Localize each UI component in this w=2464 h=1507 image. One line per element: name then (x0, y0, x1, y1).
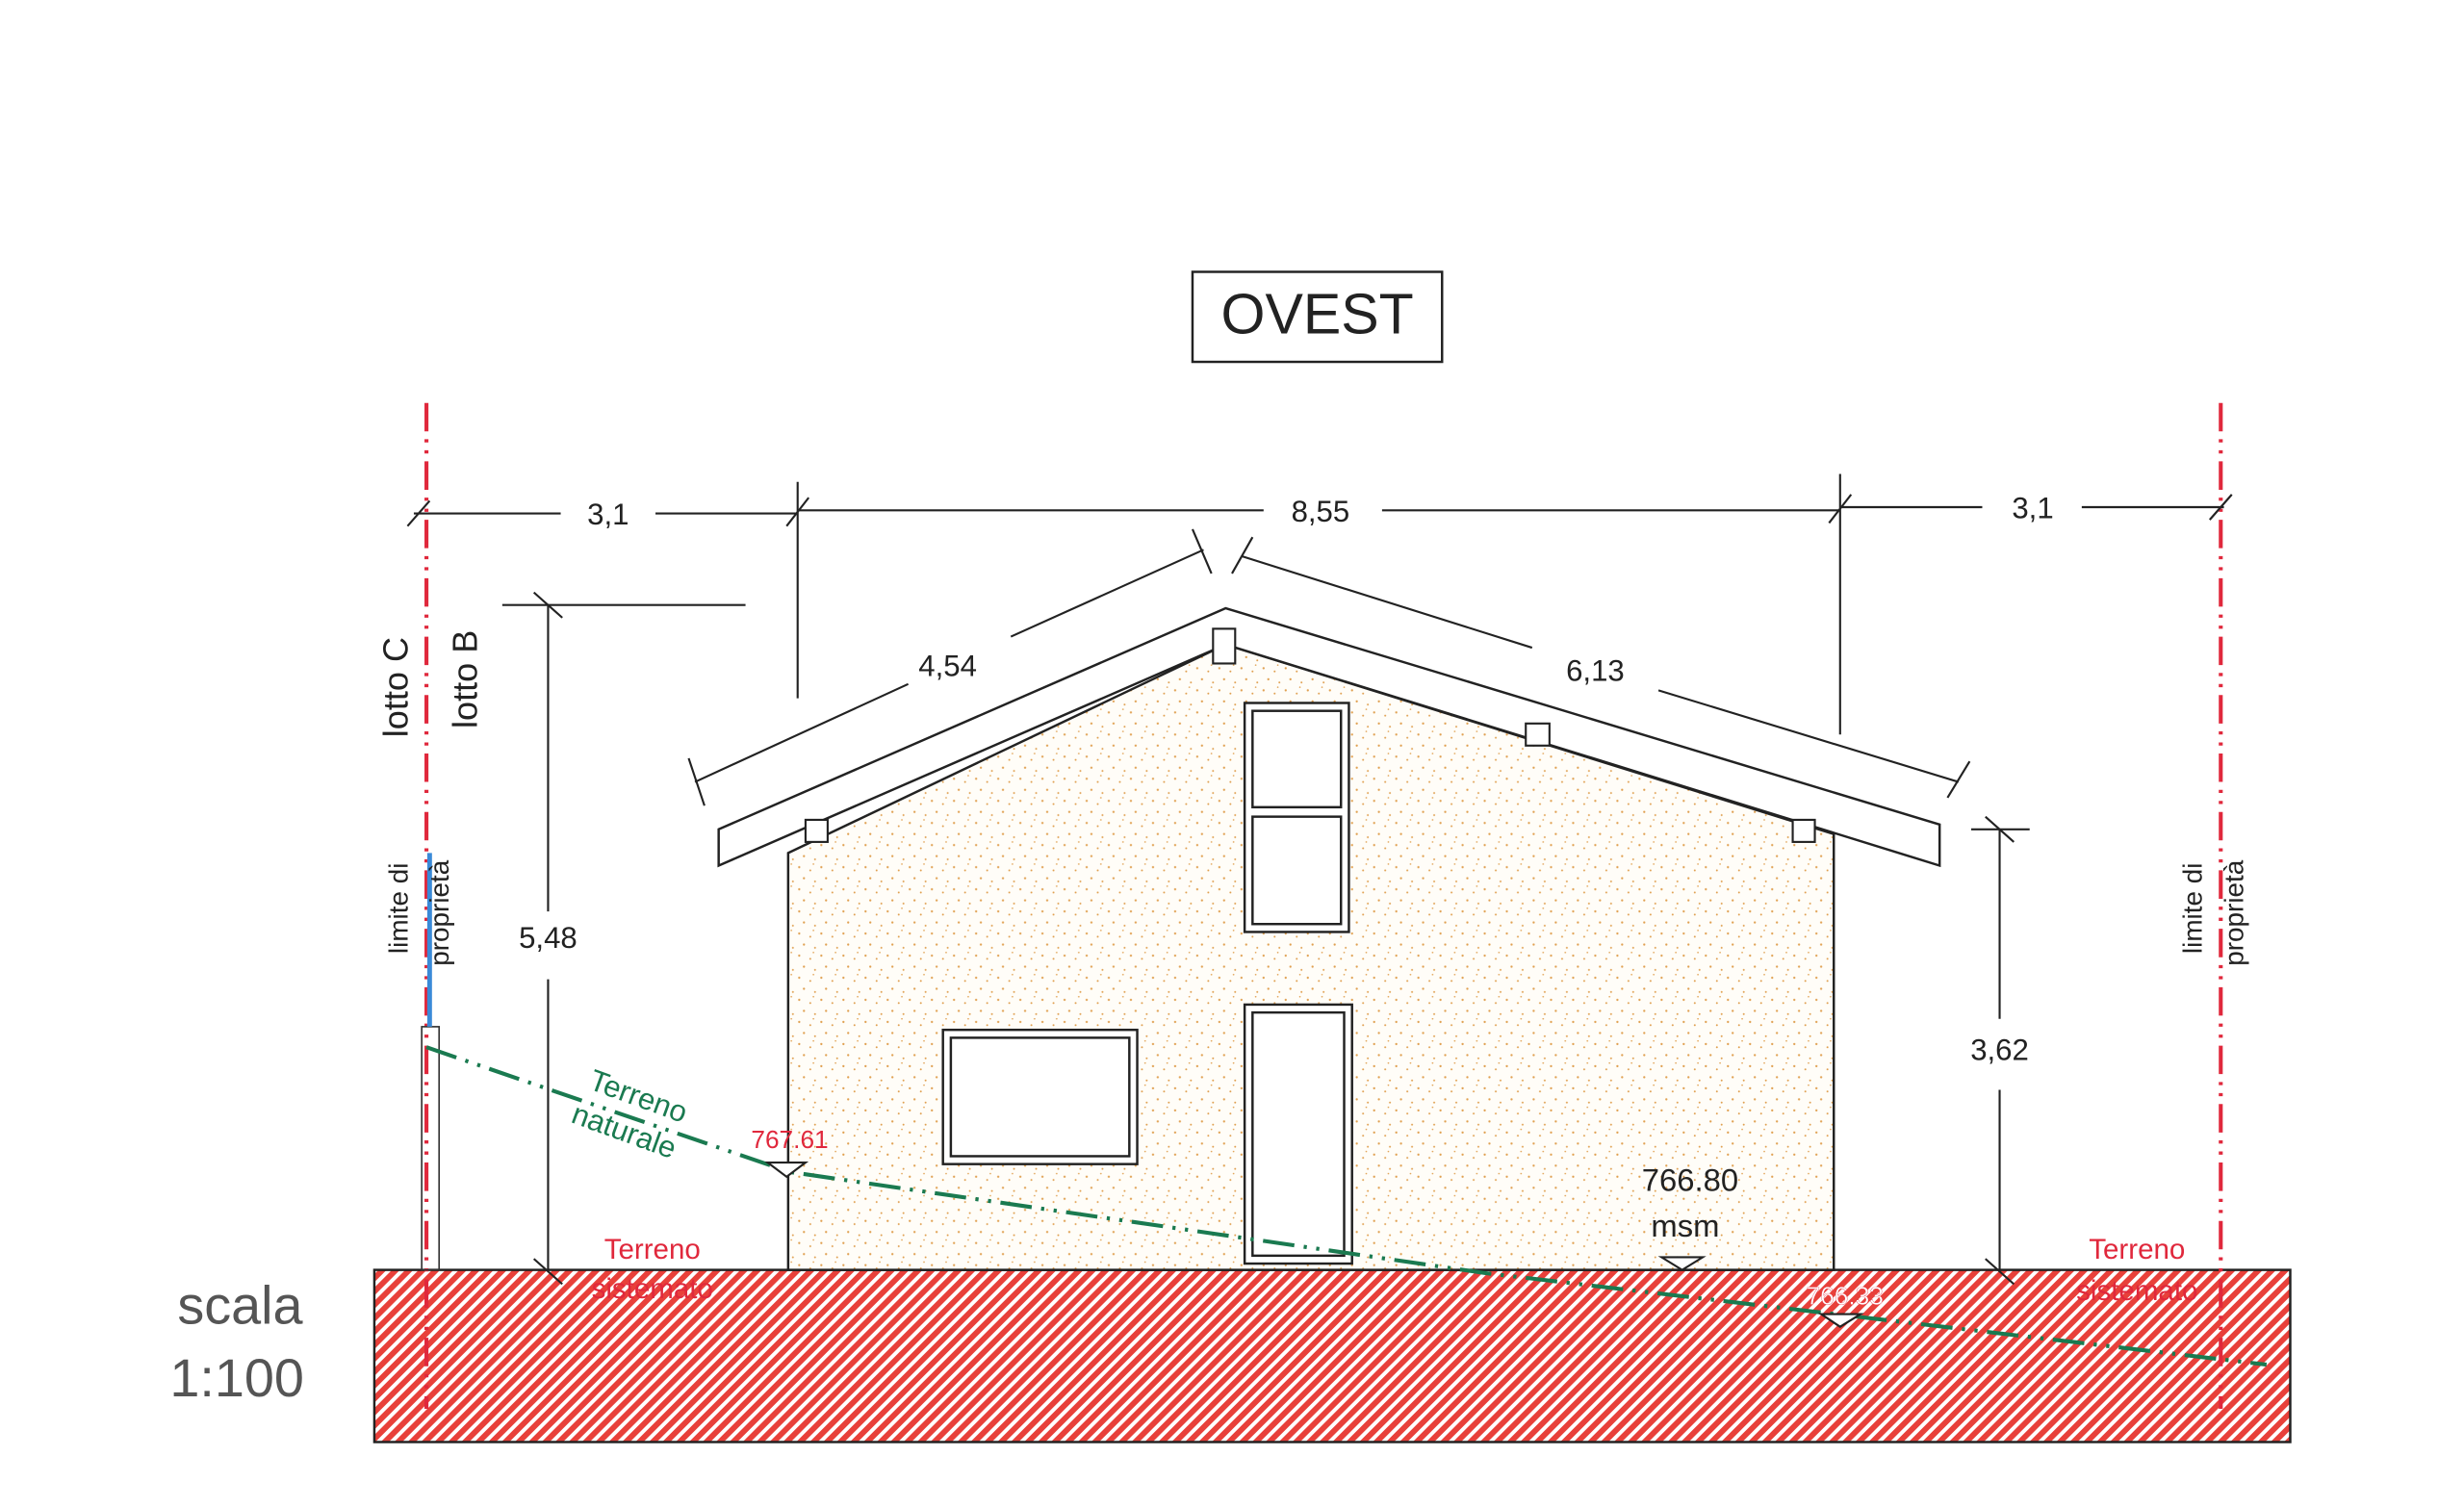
elevation-markers (764, 1161, 1864, 1328)
label-terreno-sistemato-right-2: sistemato (2076, 1275, 2197, 1307)
label-limite-right-1: limite di (2178, 863, 2208, 955)
elevation-floor: 766.80 (1642, 1162, 1738, 1198)
elevation-floor-unit: msm (1651, 1208, 1719, 1243)
title-box: OVEST (1191, 270, 1444, 364)
label-limite-left-2: proprietà (424, 859, 454, 966)
door (1243, 1003, 1353, 1265)
label-terreno-sistemato-left-1: Terreno (604, 1234, 701, 1265)
label-terreno-sistemato-right-1: Terreno (2089, 1234, 2185, 1265)
elevation-natural-left: 767.61 (751, 1125, 828, 1154)
dim-roof-left: 4,54 (918, 650, 977, 683)
dim-height-left: 5,48 (519, 921, 578, 955)
boundary-post (421, 1026, 441, 1271)
upper-window (1243, 702, 1350, 933)
label-lotto-c: lotto C (375, 637, 415, 737)
label-lotto-b: lotto B (446, 630, 485, 728)
window (941, 1028, 1139, 1165)
roof (717, 606, 1941, 868)
dim-width: 8,55 (1292, 495, 1350, 528)
roof-beams (804, 627, 1816, 843)
scale-value: 1:100 (169, 1347, 304, 1408)
dim-roof-right: 6,13 (1566, 654, 1625, 688)
view-title: OVEST (1221, 282, 1414, 345)
dim-height-right: 3,62 (1970, 1033, 2029, 1066)
elevation-natural-right: 766.33 (1807, 1282, 1884, 1311)
scale-label: scala (177, 1274, 303, 1335)
label-limite-left-1: limite di (383, 863, 413, 955)
natural-terrain-line (425, 1045, 2268, 1367)
label-limite-right-2: proprietà (2219, 859, 2248, 966)
dimension-lines (406, 473, 2233, 1286)
dim-right-setback: 3,1 (2012, 491, 2053, 524)
label-terreno-sistemato-left-2: sistemato (592, 1273, 713, 1305)
dim-left-setback: 3,1 (587, 498, 629, 531)
